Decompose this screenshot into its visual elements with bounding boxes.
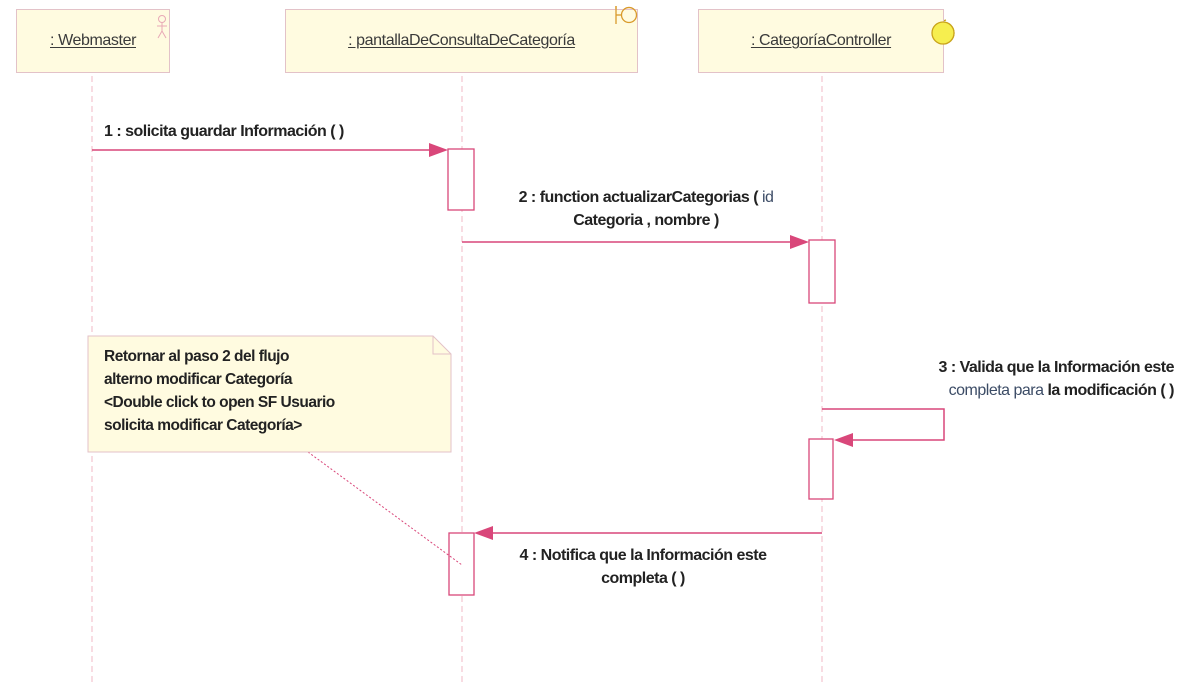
note-line: <Double click to open SF Usuario	[104, 394, 335, 411]
lifeline-name: : Webmaster	[50, 32, 136, 49]
note-shape	[87, 335, 452, 453]
message-2-arrowhead	[790, 235, 809, 249]
message-3-label: 3 : Valida que la Información este compl…	[856, 356, 1174, 402]
activation-controller-2	[808, 438, 834, 500]
note-line: solicita modificar Categoría>	[104, 417, 302, 434]
lifeline-head-pantalla[interactable]: : pantallaDeConsultaDeCategoría	[285, 9, 638, 73]
message-2-param: id	[761, 189, 774, 206]
note-line: Retornar al paso 2 del flujo	[104, 348, 289, 365]
message-1-label: 1 : solicita guardar Información ( )	[104, 120, 344, 143]
note-text: Retornar al paso 2 del flujo alterno modi…	[104, 345, 335, 437]
lifeline-name: : pantallaDeConsultaDeCategoría	[348, 32, 575, 49]
note-fold	[432, 336, 451, 355]
note[interactable]: Retornar al paso 2 del flujo alterno modi…	[88, 336, 451, 452]
message-4-arrowhead	[474, 526, 493, 540]
lifeline-name: : CategoríaController	[750, 32, 892, 49]
message-3-text-2: la modificación ( )	[1047, 382, 1174, 399]
message-2-label: 2 : function actualizarCategorias ( id C…	[484, 186, 808, 232]
message-4-line-1: 4 : Notifica que la Información este	[480, 544, 806, 567]
message-4-label: 4 : Notifica que la Información este com…	[480, 544, 806, 590]
message-1-arrowhead	[429, 143, 448, 157]
activation-pantalla-2	[448, 532, 475, 596]
message-3-line-1: 3 : Valida que la Información este	[856, 356, 1174, 379]
message-2-line-1: 2 : function actualizarCategorias ( id	[484, 186, 808, 209]
message-4-text: 4 : Notifica que la Información este	[519, 547, 767, 564]
message-1-text: 1 : solicita guardar Información ( )	[104, 123, 344, 140]
message-3-line-2: completa para la modificación ( )	[856, 379, 1175, 402]
message-2-text: 2 : function actualizarCategorias (	[518, 189, 762, 206]
message-2-text-2: Categoria , nombre )	[573, 212, 719, 229]
activation-controller-1	[808, 239, 836, 304]
lifeline-head-controller[interactable]: : CategoríaController	[698, 9, 944, 73]
activation-pantalla-1	[447, 148, 475, 211]
message-4-line-2: completa ( )	[480, 567, 806, 590]
message-3-arrow	[822, 408, 945, 441]
message-2-line-2: Categoria , nombre )	[484, 209, 808, 232]
message-3-arrowhead	[834, 433, 853, 447]
message-3-text: 3 : Valida que la Información este	[938, 359, 1174, 376]
lifeline-head-webmaster[interactable]: : Webmaster	[16, 9, 170, 73]
message-3-text-light: completa para	[948, 382, 1048, 399]
note-connector	[307, 451, 463, 566]
message-4-text-2: completa ( )	[601, 570, 685, 587]
note-line: alterno modificar Categoría	[104, 371, 293, 388]
